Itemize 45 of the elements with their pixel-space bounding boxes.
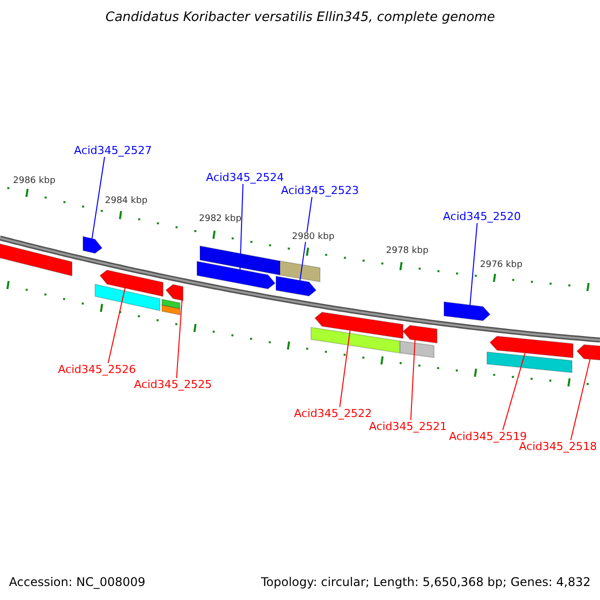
leader-line	[300, 196, 312, 281]
category-bar	[486, 351, 572, 374]
gene-bar	[576, 344, 600, 362]
genome-stats-text: Topology: circular; Length: 5,650,368 bp; Genes: 4,832	[261, 575, 591, 589]
accession-text: Accession: NC_008009	[9, 575, 146, 589]
scale-label: 2984 kbp	[105, 196, 148, 206]
leader-line	[410, 340, 416, 420]
gene-label: Acid345_2527	[74, 144, 152, 157]
category-bar	[280, 260, 320, 282]
category-bar	[400, 340, 434, 358]
gene-label: Acid345_2520	[443, 210, 521, 223]
gene-label: Acid345_2518	[519, 440, 597, 453]
gene-label: Acid345_2525	[134, 378, 212, 391]
scale-label: 2980 kbp	[292, 232, 334, 242]
scale-label: 2982 kbp	[199, 214, 242, 224]
scale-label: 2976 kbp	[480, 260, 522, 270]
leader-line	[92, 156, 106, 240]
category-bar	[162, 304, 180, 316]
gene-bar	[196, 260, 276, 290]
gene-bar	[444, 301, 491, 322]
leader-line	[570, 358, 590, 440]
gene-bar	[489, 336, 574, 358]
scale-label: 2986 kbp	[13, 176, 56, 186]
gene-bar	[165, 284, 184, 302]
gene-label: Acid345_2521	[369, 420, 447, 433]
gene-label: Acid345_2522	[294, 407, 372, 420]
leader-line	[108, 288, 126, 364]
leader-line	[470, 222, 478, 306]
leader-line	[502, 352, 526, 430]
title: Candidatus Koribacter versatilis Ellin345, complete genome	[106, 10, 495, 25]
leader-line	[240, 184, 244, 270]
gene-label: Acid345_2526	[58, 363, 136, 376]
gene-bar	[82, 236, 103, 254]
category-bar	[94, 284, 160, 312]
gene-label: Acid345_2519	[449, 430, 527, 443]
gene-bar	[276, 276, 317, 297]
category-bar	[200, 245, 280, 276]
scale-label: 2978 kbp	[386, 246, 428, 256]
gene-label: Acid345_2523	[281, 184, 359, 197]
leader-line	[176, 300, 182, 378]
gene-bar	[402, 324, 438, 344]
category-bar	[310, 326, 400, 354]
gene-label: Acid345_2524	[206, 171, 284, 184]
gene-bar	[0, 240, 72, 277]
leader-line	[339, 330, 350, 408]
